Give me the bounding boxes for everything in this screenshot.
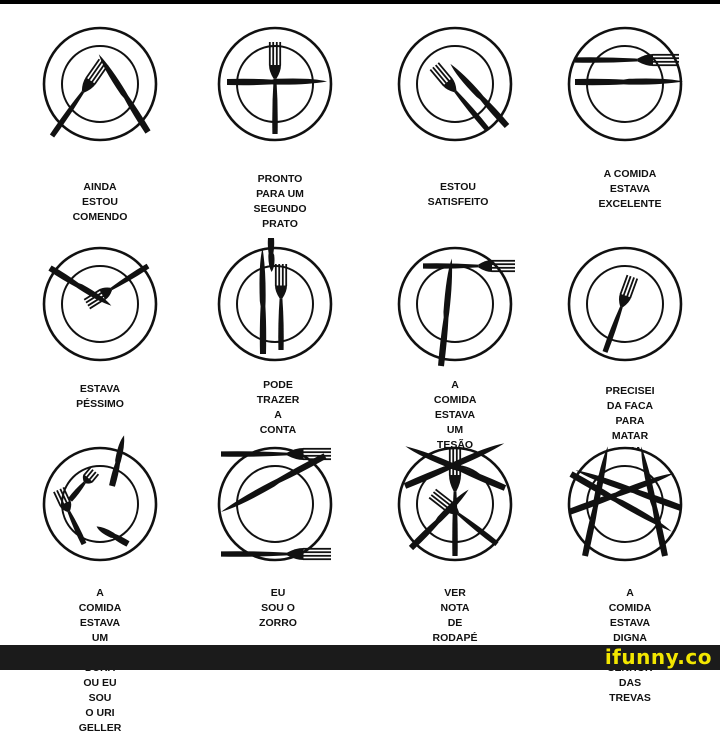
etiquette-caption: PODE TRAZER A CONTA: [256, 379, 300, 436]
etiquette-caption: AINDA ESTOU COMENDO: [72, 181, 128, 223]
knife-icon: [227, 78, 327, 86]
etiquette-caption: EU SOU O ZORRO: [259, 587, 297, 629]
knife-icon: [96, 526, 130, 547]
knife-icon: [567, 473, 675, 515]
fork-icon: [274, 264, 288, 350]
plate-fork-knife-crossed-icon: [42, 26, 158, 142]
knife-icon: [575, 78, 683, 86]
knife-icon: [405, 446, 507, 491]
etiquette-caption: PRONTO PARA UM SEGUNDO PRATO: [253, 173, 307, 230]
knife-icon: [48, 265, 112, 306]
knife-icon: [575, 470, 683, 511]
plate-fork-knife-horizontal-icon: [567, 26, 683, 142]
knife-icon: [109, 435, 125, 487]
fork-icon: [602, 274, 639, 353]
plate-fork-knife-t-icon: [397, 246, 515, 367]
fork-icon: [429, 62, 489, 131]
knife-icon: [259, 248, 267, 354]
plate-fork-knife-parallel-icon: [397, 26, 513, 142]
knife-icon: [450, 63, 510, 129]
fork-icon: [575, 53, 679, 67]
fork-icon: [53, 487, 87, 546]
etiquette-grid: AINDA ESTOU COMENDO PRONTO PARA UM SEGUND…: [0, 4, 720, 734]
knife-icon: [267, 238, 275, 272]
knife-icon: [569, 471, 672, 532]
plate-fork-knife-v-icon: [42, 246, 158, 362]
ifunny-watermark: ifunny.co: [604, 645, 712, 669]
knife-icon: [438, 258, 453, 367]
fork-icon: [221, 547, 331, 561]
knife-icon: [98, 54, 151, 134]
etiquette-caption: A COMIDA ESTAVA UM TESÃO: [433, 379, 477, 451]
knife-icon: [221, 453, 327, 512]
etiquette-caption: VER NOTA DE RODAPÉ: [432, 587, 478, 644]
plate-fork-knife-vertical-icon: [217, 238, 333, 362]
knife-icon: [408, 489, 469, 551]
plate-zorro-z-icon: [217, 446, 333, 562]
plate-star-cutlery-icon: [397, 443, 513, 562]
etiquette-caption: ESTOU SATISFEITO: [427, 181, 489, 208]
plate-fork-knife-cross-icon: [217, 26, 333, 142]
fork-icon: [268, 42, 282, 134]
etiquette-caption: ESTAVA PÉSSIMO: [76, 383, 124, 410]
plate-bent-cutlery-icon: [42, 435, 158, 562]
top-border: [0, 0, 720, 4]
plate-pentagram-icon: [567, 446, 683, 562]
etiquette-caption: A COMIDA ESTAVA EXCELENTE: [598, 168, 662, 210]
fork-icon: [68, 466, 100, 502]
footer-bar: ifunny.co: [0, 645, 720, 670]
plate-fork-only-icon: [567, 246, 683, 362]
fork-icon: [49, 58, 109, 138]
